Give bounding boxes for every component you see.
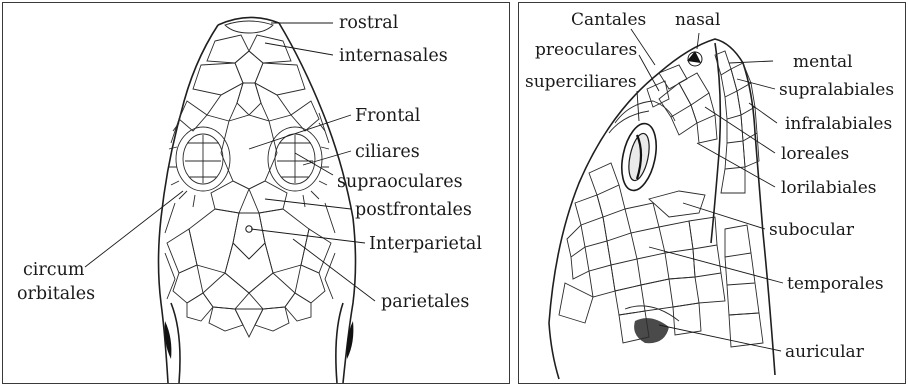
label-superciliares: superciliares xyxy=(525,72,637,92)
label-orbitales: orbitales xyxy=(17,284,95,304)
label-interparietal: Interparietal xyxy=(369,234,482,254)
label-rostral: rostral xyxy=(339,13,399,33)
label-frontal: Frontal xyxy=(355,106,421,126)
label-supralabiales: supralabiales xyxy=(779,80,894,100)
label-temporales: temporales xyxy=(787,274,884,294)
dorsal-head-panel: rostral internasales Frontal ciliares su… xyxy=(2,2,510,384)
label-loreales: loreales xyxy=(781,144,849,164)
label-circum: circum xyxy=(23,260,85,280)
lateral-head-panel: Cantales nasal preoculares superciliares… xyxy=(518,2,906,384)
label-nasal: nasal xyxy=(675,10,720,30)
dorsal-head-drawing: rostral internasales Frontal ciliares su… xyxy=(3,3,511,385)
lateral-head-drawing: Cantales nasal preoculares superciliares… xyxy=(519,3,907,385)
label-subocular: subocular xyxy=(769,220,855,240)
label-auricular: auricular xyxy=(785,342,865,362)
label-cantales: Cantales xyxy=(571,10,646,30)
label-postfrontales: postfrontales xyxy=(355,200,472,220)
label-infralabiales: infralabiales xyxy=(785,114,892,134)
label-supraoculares: supraoculares xyxy=(337,172,463,192)
label-mental: mental xyxy=(793,52,853,72)
label-ciliares: ciliares xyxy=(355,142,420,162)
label-internasales: internasales xyxy=(339,46,448,66)
label-parietales: parietales xyxy=(381,292,469,312)
label-preoculares: preoculares xyxy=(535,40,637,60)
label-lorilabiales: lorilabiales xyxy=(781,178,876,198)
